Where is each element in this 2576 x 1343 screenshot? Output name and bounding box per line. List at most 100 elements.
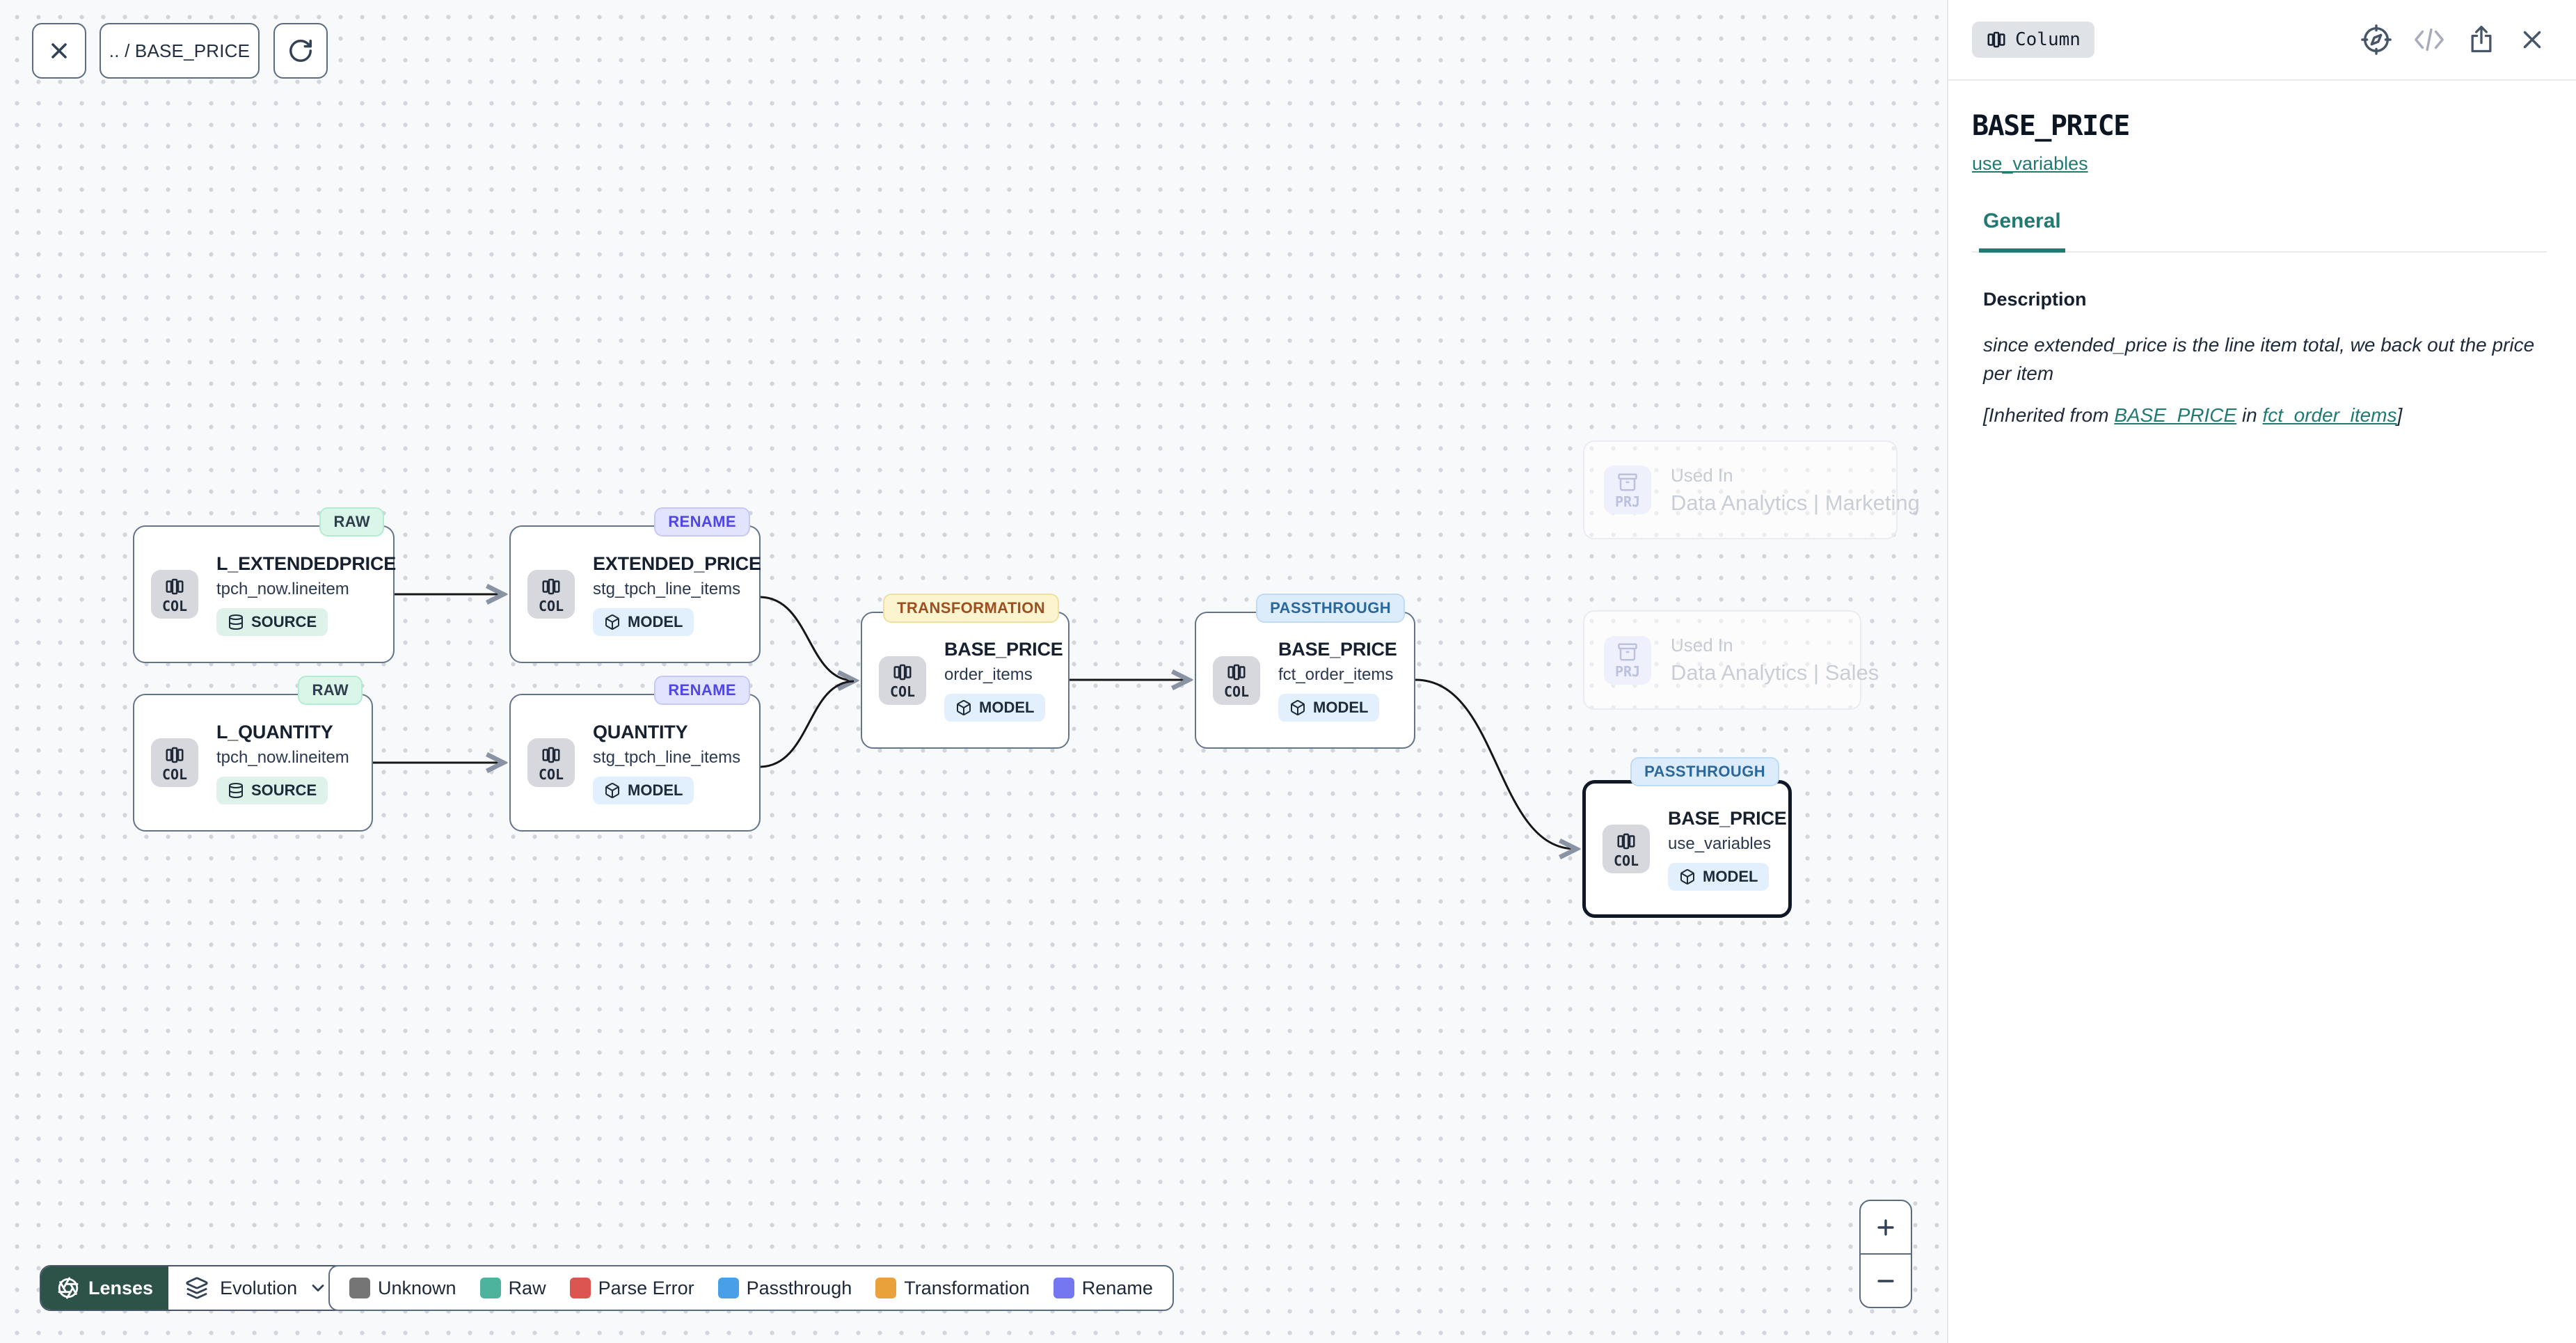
columns-icon <box>892 662 913 683</box>
node-quantity[interactable]: RENAME COL QUANTITY stg_tpch_line_items … <box>509 694 761 832</box>
legend-item-raw: Raw <box>480 1278 546 1299</box>
lens-selector[interactable]: Evolution <box>168 1266 344 1310</box>
used-in-card-marketing[interactable]: PRJ Used In Data Analytics | Marketing <box>1583 440 1898 539</box>
legend-item-unknown: Unknown <box>349 1278 456 1299</box>
project-type-icon: PRJ <box>1604 636 1651 685</box>
node-l-extendedprice[interactable]: RAW COL L_EXTENDEDPRICE tpch_now.lineite… <box>133 525 395 663</box>
column-type-label: COL <box>162 599 187 613</box>
plus-icon <box>1874 1216 1898 1239</box>
inherited-column-link[interactable]: BASE_PRICE <box>2114 404 2236 426</box>
legend-item-passthrough: Passthrough <box>718 1278 852 1299</box>
columns-icon <box>541 576 562 597</box>
source-chip: SOURCE <box>216 777 328 804</box>
tab-general[interactable]: General <box>1979 209 2065 253</box>
columns-icon <box>1986 29 2007 50</box>
project-type-label: PRJ <box>1615 495 1640 509</box>
zoom-out-button[interactable] <box>1861 1255 1911 1307</box>
breadcrumb[interactable]: .. / BASE_PRICE <box>100 23 260 79</box>
model-chip: MODEL <box>593 777 694 804</box>
project-type-label: PRJ <box>1615 665 1640 678</box>
lenses-control: Lenses Evolution <box>40 1265 346 1311</box>
node-base-price-fct-order-items[interactable]: PASSTHROUGH COL BASE_PRICE fct_order_ite… <box>1195 612 1415 749</box>
used-in-name: Data Analytics | Marketing <box>1671 491 1920 516</box>
column-type-icon: COL <box>151 570 198 619</box>
column-type-label: COL <box>1224 685 1249 699</box>
columns-icon <box>164 576 185 597</box>
minus-icon <box>1874 1269 1898 1293</box>
node-title: EXTENDED_PRICE <box>593 553 761 575</box>
cube-icon <box>1679 868 1696 885</box>
view-code-button[interactable] <box>2413 27 2445 52</box>
model-chip: MODEL <box>593 608 694 636</box>
details-panel: Column BASE_PRICE use_variables <box>1947 0 2576 1343</box>
share-icon <box>2466 23 2497 56</box>
lenses-button[interactable]: Lenses <box>41 1266 168 1310</box>
legend-swatch <box>480 1278 501 1298</box>
columns-icon <box>1616 831 1637 852</box>
node-title: BASE_PRICE <box>1278 639 1397 660</box>
close-icon <box>47 38 72 63</box>
used-in-name: Data Analytics | Sales <box>1671 660 1879 685</box>
inherited-note: [Inherited from BASE_PRICE in fct_order_… <box>1983 404 2547 427</box>
inherited-model-link[interactable]: fct_order_items <box>2263 404 2397 426</box>
node-subtitle: order_items <box>944 665 1033 685</box>
database-icon <box>228 782 244 799</box>
evolution-badge: RENAME <box>654 507 750 537</box>
column-type-icon: COL <box>1603 825 1650 873</box>
node-subtitle: use_variables <box>1668 834 1771 854</box>
columns-icon <box>541 745 562 765</box>
column-type-label: COL <box>539 599 564 613</box>
source-chip: SOURCE <box>216 608 328 636</box>
model-chip: MODEL <box>944 694 1045 722</box>
evolution-badge: PASSTHROUGH <box>1630 757 1779 786</box>
column-type-icon: COL <box>527 738 575 787</box>
column-type-label: COL <box>890 685 915 699</box>
close-icon <box>2518 25 2547 54</box>
node-title: L_QUANTITY <box>216 722 333 743</box>
node-subtitle: stg_tpch_line_items <box>593 748 740 768</box>
model-link[interactable]: use_variables <box>1972 153 2088 175</box>
refresh-button[interactable] <box>273 23 328 79</box>
used-in-card-sales[interactable]: PRJ Used In Data Analytics | Sales <box>1583 610 1861 710</box>
columns-icon <box>164 745 185 765</box>
evolution-badge: TRANSFORMATION <box>883 594 1059 623</box>
columns-icon <box>1226 662 1247 683</box>
column-type-icon: COL <box>151 738 198 787</box>
cube-icon <box>604 782 621 799</box>
details-panel-header: Column <box>1948 0 2576 81</box>
node-l-quantity[interactable]: RAW COL L_QUANTITY tpch_now.lineitem SOU… <box>133 694 373 832</box>
legend-item-transformation: Transformation <box>875 1278 1030 1299</box>
evolution-legend: Unknown Raw Parse Error Passthrough Tran… <box>328 1265 1174 1311</box>
legend-swatch <box>349 1278 370 1298</box>
cube-icon <box>604 614 621 630</box>
archive-icon <box>1617 472 1638 493</box>
node-extended-price[interactable]: RENAME COL EXTENDED_PRICE stg_tpch_line_… <box>509 525 761 663</box>
archive-icon <box>1617 642 1638 662</box>
chevron-down-icon <box>308 1278 328 1298</box>
explore-button[interactable] <box>2360 24 2392 56</box>
node-title: BASE_PRICE <box>944 639 1063 660</box>
project-type-icon: PRJ <box>1604 466 1651 514</box>
evolution-badge: RAW <box>298 676 363 705</box>
database-icon <box>228 614 244 630</box>
node-base-price-order-items[interactable]: TRANSFORMATION COL BASE_PRICE order_item… <box>861 612 1070 749</box>
evolution-badge: RAW <box>319 507 384 537</box>
cube-icon <box>955 699 972 716</box>
node-title: BASE_PRICE <box>1668 808 1787 829</box>
zoom-in-button[interactable] <box>1861 1201 1911 1255</box>
node-subtitle: fct_order_items <box>1278 665 1393 685</box>
compass-icon <box>2360 24 2392 56</box>
close-lineage-button[interactable] <box>32 23 86 79</box>
lineage-canvas[interactable]: .. / BASE_PRICE RAW COL L_EXTENDEDPRICE … <box>0 0 1947 1343</box>
close-panel-button[interactable] <box>2518 25 2547 54</box>
legend-item-parse-error: Parse Error <box>570 1278 694 1299</box>
node-base-price-use-variables[interactable]: PASSTHROUGH COL BASE_PRICE use_variables… <box>1582 780 1792 918</box>
used-in-label: Used In <box>1671 635 1879 656</box>
model-chip: MODEL <box>1668 863 1769 891</box>
aperture-icon <box>56 1276 80 1300</box>
lenses-label: Lenses <box>88 1278 153 1299</box>
share-button[interactable] <box>2466 23 2497 56</box>
model-chip: MODEL <box>1278 694 1379 722</box>
used-in-label: Used In <box>1671 465 1920 486</box>
